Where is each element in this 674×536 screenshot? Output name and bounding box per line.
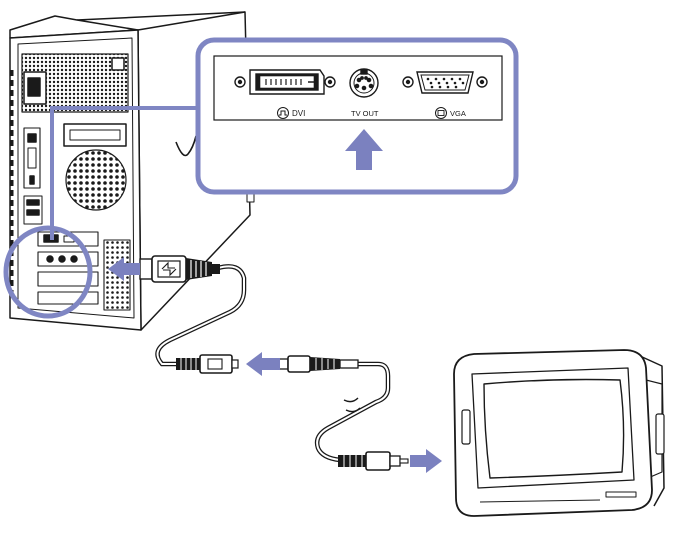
arrow-up-icon [345,129,383,170]
vga-symbol-icon [435,107,447,119]
port-highlight-circle [3,225,93,319]
vga-label: VGA [450,109,466,118]
port-callout-panel: DVI TV OUT VGA [195,37,519,195]
dvi-label: DVI [292,109,305,118]
arrow-right-icon [410,449,442,473]
s-video-cable-icon [139,255,247,374]
dvi-symbol-icon [277,107,289,119]
s-video-port-icon [349,68,379,98]
vaio-logo-icon [175,135,197,157]
tv-out-label: TV OUT [351,109,379,118]
arrow-left-icon-2 [246,352,280,376]
vga-port-icon [402,71,488,94]
tv-monitor-icon [453,349,665,517]
dvi-port-icon [234,69,336,95]
callout-leader-line [50,106,200,240]
arrow-left-icon [108,257,140,281]
rca-composite-cable-icon [277,355,409,471]
